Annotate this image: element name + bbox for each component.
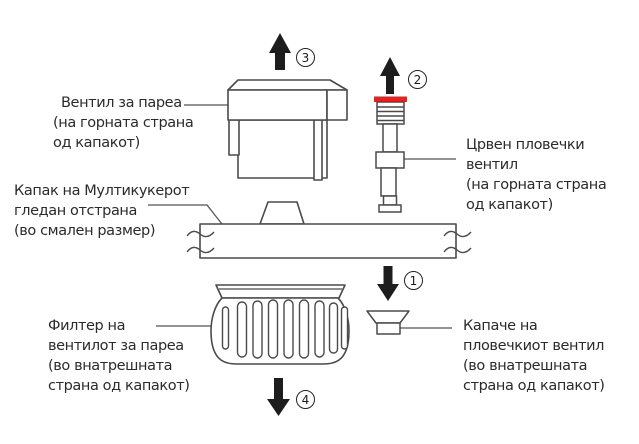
steam-valve-drawing (227, 79, 348, 181)
filter-drawing (210, 284, 350, 365)
filter-slot (298, 299, 310, 359)
label-line: Црвен пловечки (466, 137, 585, 153)
label-line: Вентил за пареа (61, 95, 182, 111)
filter-slot (236, 301, 248, 358)
filter-slot (340, 306, 349, 350)
lid-label: Капак на Мултикукерот гледан отстрана (в… (14, 181, 190, 241)
label-line: вентил (466, 157, 518, 173)
float-valve-cap-label: Капаче на пловечкиот вентил (во внатрешн… (463, 316, 605, 396)
filter-rim (215, 284, 346, 299)
label-line: (во смален размер) (14, 223, 156, 239)
label-line: од капакот) (53, 135, 140, 151)
filter-slot (283, 299, 294, 359)
float-valve-upper-shaft (382, 123, 398, 153)
filter-label: Филтер на вентилот за пареа (во внатрешн… (48, 316, 190, 396)
float-valve-neck (382, 195, 398, 206)
float-valve-foot (378, 204, 402, 213)
steam-valve-cap-side (326, 89, 348, 121)
filter-slots (221, 299, 349, 359)
steam-valve-label: Вентил за пареа (на горната страна од ка… (53, 93, 194, 153)
float-valve-cap-funnel (366, 310, 410, 324)
filter-body (210, 297, 350, 365)
filter-slot (328, 302, 339, 354)
filter-slot (221, 306, 230, 350)
arrow-up-2-icon (380, 57, 400, 94)
step-4-badge: 4 (296, 390, 315, 409)
filter-slot (314, 300, 325, 358)
label-line: Капак на Мултикукерот (14, 183, 190, 199)
float-valve-drawing (374, 96, 407, 213)
float-valve-lower-shaft (380, 167, 397, 197)
label-line: (во внатрешната (48, 358, 173, 374)
step-arrows (267, 33, 400, 416)
float-valve-label: Црвен пловечки вентил (на горната страна… (466, 135, 607, 215)
label-line: Капаче на (463, 318, 538, 334)
label-line: страна од капакот) (48, 378, 190, 394)
lid-band (199, 223, 457, 259)
lid-drawing (186, 201, 472, 259)
arrow-up-3-icon (269, 33, 291, 70)
float-valve-block (375, 151, 405, 169)
label-line: (во внатрешната (463, 358, 588, 374)
float-valve-cap-drawing (366, 310, 410, 335)
steam-valve-right-strip (313, 119, 323, 181)
arrow-down-1-icon (377, 266, 399, 301)
steam-valve-body (237, 119, 328, 179)
label-line: (на горната страна (466, 177, 607, 193)
label-line: гледан отстрана (14, 203, 137, 219)
step-1-badge: 1 (404, 271, 423, 290)
label-line: (на горната страна (53, 115, 194, 131)
lid-valve-seat-bump (259, 201, 305, 225)
label-line: страна од капакот) (463, 378, 605, 394)
filter-slot (267, 299, 279, 359)
arrow-down-4-icon (267, 378, 290, 416)
label-line: Филтер на (48, 318, 126, 334)
steam-valve-left-tab (228, 119, 240, 156)
lid-break-marks (186, 230, 472, 254)
step-2-badge: 2 (408, 70, 427, 89)
filter-slot (252, 300, 263, 359)
label-line: пловечкиот вентил (463, 338, 605, 354)
steam-valve-cap-front (227, 89, 328, 121)
label-line: вентилот за пареа (48, 338, 184, 354)
steam-valve-cap-top-face (227, 79, 348, 91)
step-3-badge: 3 (296, 48, 315, 67)
float-valve-red-cap (374, 96, 407, 102)
float-valve-cap-base (376, 322, 401, 335)
label-line: од капакот) (466, 197, 553, 213)
